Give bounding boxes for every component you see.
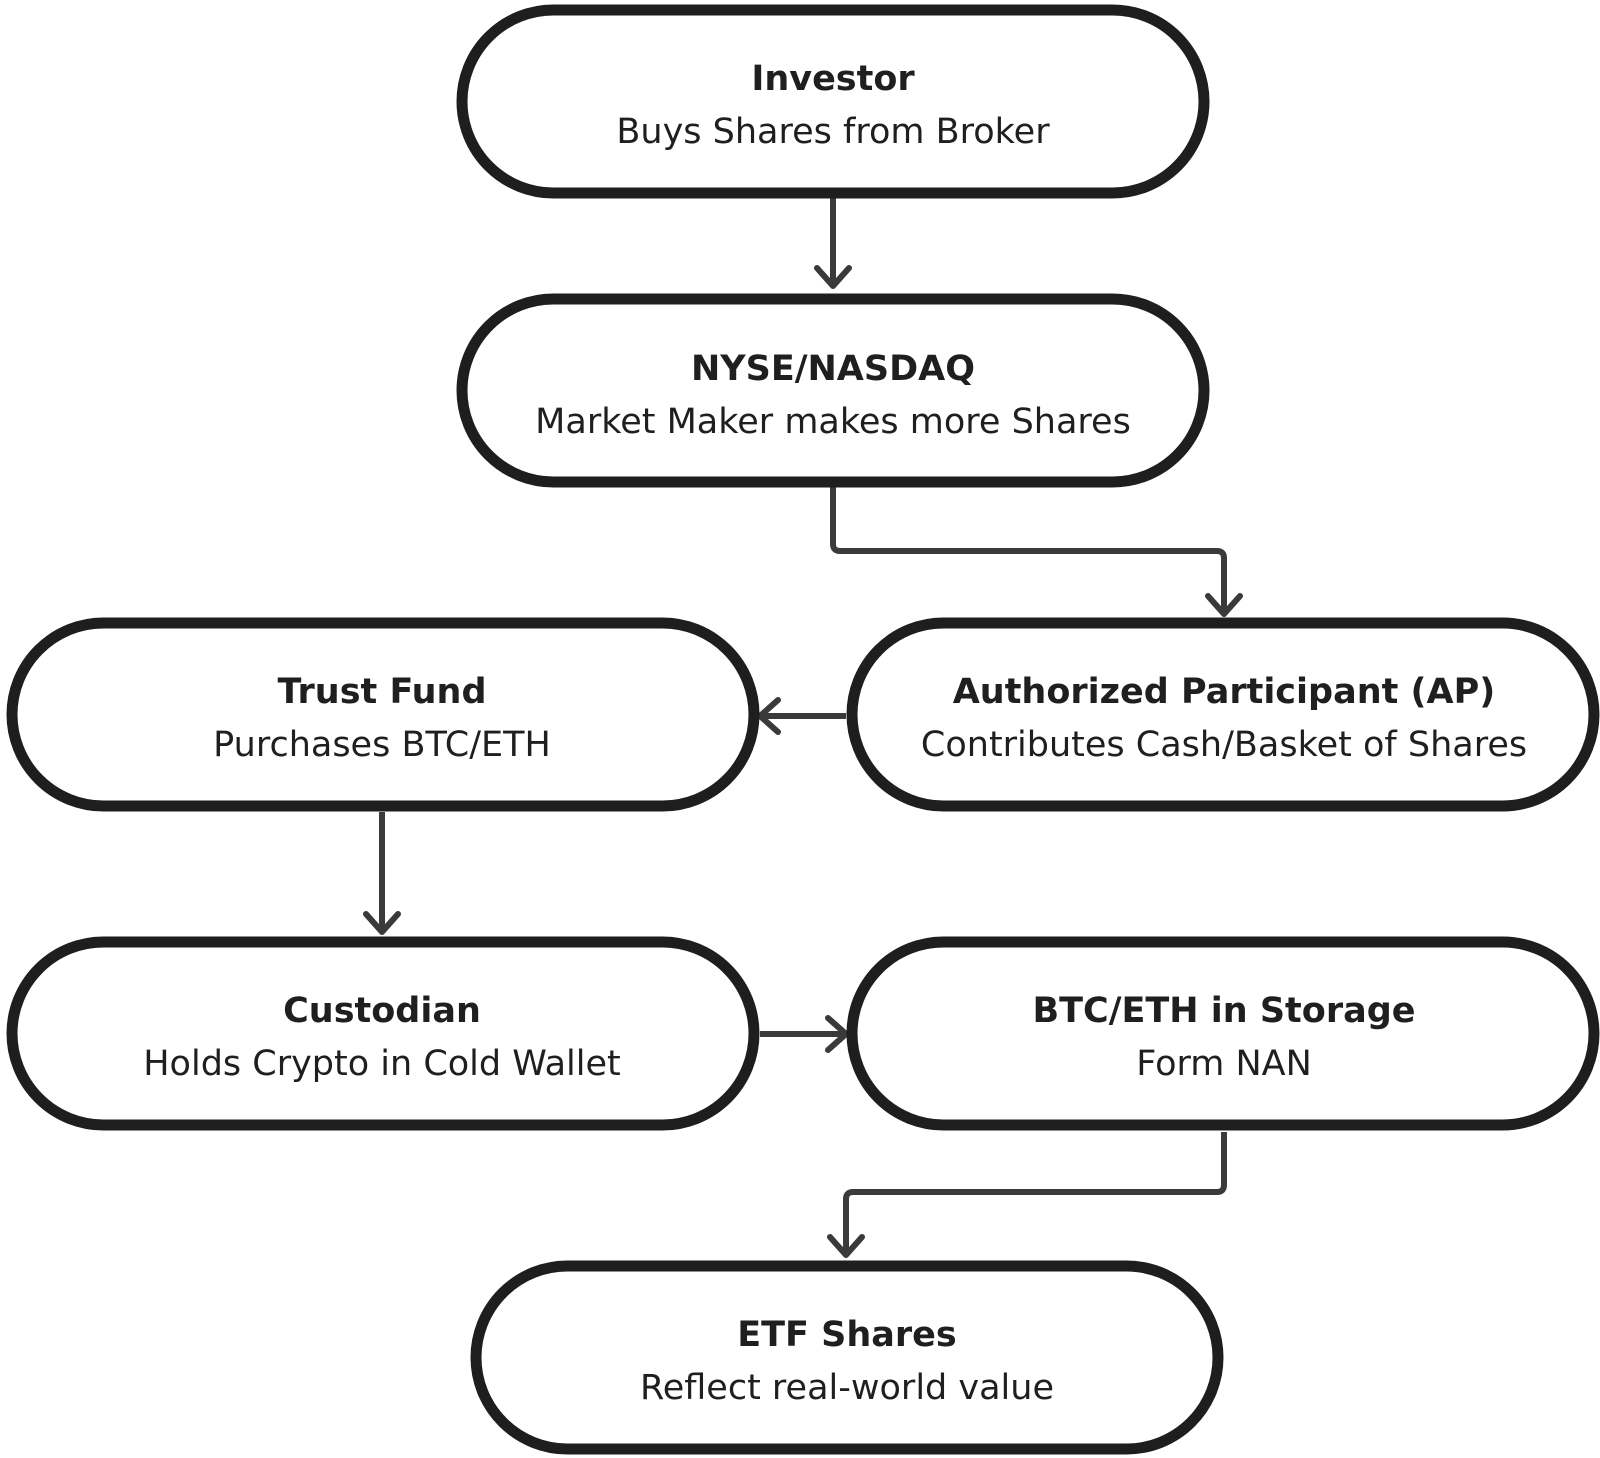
node-exchange: NYSE/NASDAQ Market Maker makes more Shar… — [456, 293, 1210, 488]
node-authorized-participant-title: Authorized Participant (AP) — [953, 672, 1496, 712]
edge-trust-to-custodian — [363, 812, 401, 935]
node-etf-shares-subtitle: Reflect real-world value — [640, 1368, 1054, 1408]
arrowhead-right — [825, 1015, 849, 1053]
arrowhead-down — [1205, 593, 1243, 617]
edge-exchange-to-ap — [830, 484, 1243, 617]
arrowhead-down — [827, 1234, 865, 1258]
node-etf-shares: ETF Shares Reflect real-world value — [470, 1260, 1224, 1455]
edge-investor-to-exchange — [814, 196, 852, 289]
node-trust-fund: Trust Fund Purchases BTC/ETH — [6, 617, 760, 812]
node-custodian-subtitle: Holds Crypto in Cold Wallet — [143, 1044, 621, 1084]
node-authorized-participant: Authorized Participant (AP) Contributes … — [846, 617, 1600, 812]
node-trust-fund-subtitle: Purchases BTC/ETH — [213, 725, 551, 765]
edge-ap-to-trust — [757, 697, 846, 735]
nodes: Investor Buys Shares from Broker NYSE/NA… — [6, 4, 1600, 1455]
arrowhead-down — [814, 265, 852, 289]
node-storage-title: BTC/ETH in Storage — [1032, 991, 1415, 1031]
node-custodian-title: Custodian — [283, 991, 481, 1031]
node-investor-title: Investor — [751, 59, 915, 99]
edge-storage-to-etf — [827, 1132, 1227, 1258]
arrowhead-down — [363, 911, 401, 935]
node-custodian: Custodian Holds Crypto in Cold Wallet — [6, 936, 760, 1131]
edges — [363, 196, 1243, 1258]
node-investor-subtitle: Buys Shares from Broker — [616, 112, 1050, 152]
node-authorized-participant-subtitle: Contributes Cash/Basket of Shares — [921, 725, 1527, 765]
arrowhead-left — [757, 697, 781, 735]
node-investor: Investor Buys Shares from Broker — [456, 4, 1210, 199]
node-storage-subtitle: Form NAN — [1136, 1044, 1312, 1084]
node-storage: BTC/ETH in Storage Form NAN — [846, 936, 1600, 1131]
node-trust-fund-title: Trust Fund — [277, 672, 486, 712]
node-exchange-subtitle: Market Maker makes more Shares — [535, 402, 1131, 442]
node-exchange-title: NYSE/NASDAQ — [691, 349, 975, 389]
node-etf-shares-title: ETF Shares — [737, 1315, 956, 1355]
edge-custodian-to-storage — [760, 1015, 849, 1053]
